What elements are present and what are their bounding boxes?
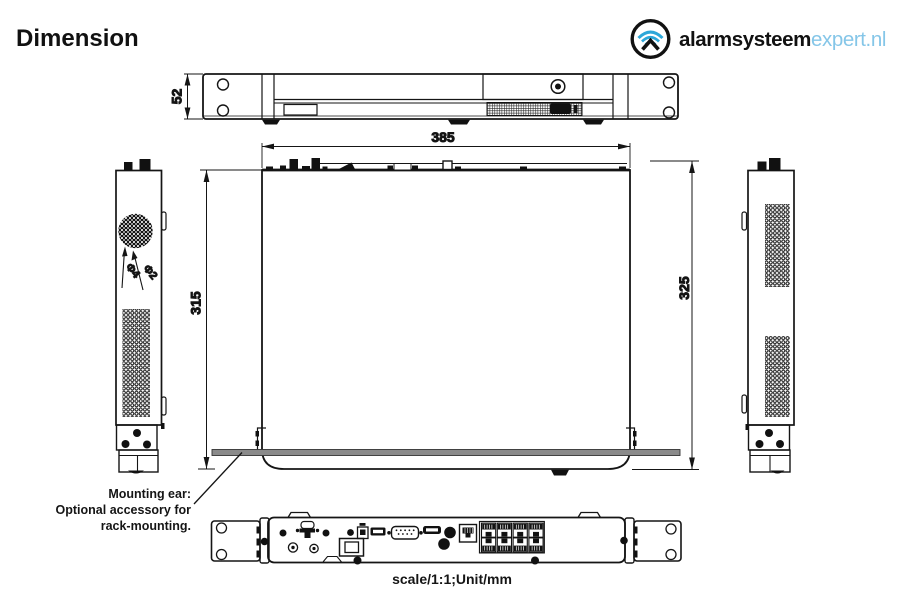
ear-hole — [215, 522, 228, 534]
logo-wifi-icon — [630, 19, 671, 59]
rear-ports — [279, 520, 545, 565]
power-inlet — [300, 520, 315, 530]
brand-light: expert.nl — [810, 27, 886, 51]
dim-height-52: 52 — [168, 73, 203, 120]
lan-port — [458, 523, 478, 543]
power-button — [550, 78, 566, 95]
usb-b-port — [356, 526, 369, 540]
front-view — [202, 73, 679, 125]
dim-label-325: 325 — [676, 276, 692, 300]
audio-jack — [444, 526, 456, 539]
left-side-view: Φ4 Φ2 — [115, 159, 167, 474]
mounting-ear-bar — [211, 449, 681, 456]
dim-total-depth-325: 325 — [632, 160, 699, 470]
ear-hole — [665, 523, 677, 535]
dim-width-385: 385 — [261, 129, 631, 168]
dim-depth-315: 315 — [187, 169, 262, 470]
dim-label-52: 52 — [169, 89, 185, 105]
front-panel-slot — [283, 103, 318, 116]
mounting-note-line1: Mounting ear: — [108, 487, 191, 501]
rear-view — [210, 511, 682, 565]
vga-port — [390, 525, 420, 540]
mounting-note-line2: Optional accessory for — [56, 503, 192, 517]
right-side-view — [741, 158, 795, 474]
dim-label-315: 315 — [188, 291, 204, 315]
scale-note: scale/1:1;Unit/mm — [392, 571, 512, 587]
ear-hole — [665, 548, 677, 561]
ear-hole — [216, 104, 230, 117]
brand-logo: alarmsysteemexpert.nl — [629, 17, 886, 62]
poe-port-bank — [478, 520, 545, 554]
dim-label-385: 385 — [431, 129, 455, 145]
ear-hole — [215, 548, 228, 561]
usb-port — [550, 103, 571, 114]
brand-bold: alarmsysteem — [679, 27, 811, 51]
side-vent-grid — [122, 309, 150, 417]
ear-hole — [216, 78, 230, 91]
power-switch — [338, 537, 365, 557]
top-view — [211, 158, 681, 476]
ear-hole — [662, 76, 676, 89]
ear-hole — [662, 106, 676, 119]
page-title: Dimension — [16, 25, 139, 52]
mounting-note-line3: rack-mounting. — [101, 519, 191, 533]
side-vent-grid — [765, 204, 790, 287]
side-vent-grid — [765, 336, 790, 417]
round-vent — [118, 213, 153, 249]
rear-connectors-top — [266, 158, 626, 171]
audio-jack — [438, 538, 450, 550]
vent-dia-label-small: Φ2 — [141, 263, 160, 282]
mounting-ear-note: Mounting ear: Optional accessory for rac… — [56, 452, 243, 533]
brand-text: alarmsysteemexpert.nl — [679, 28, 886, 52]
